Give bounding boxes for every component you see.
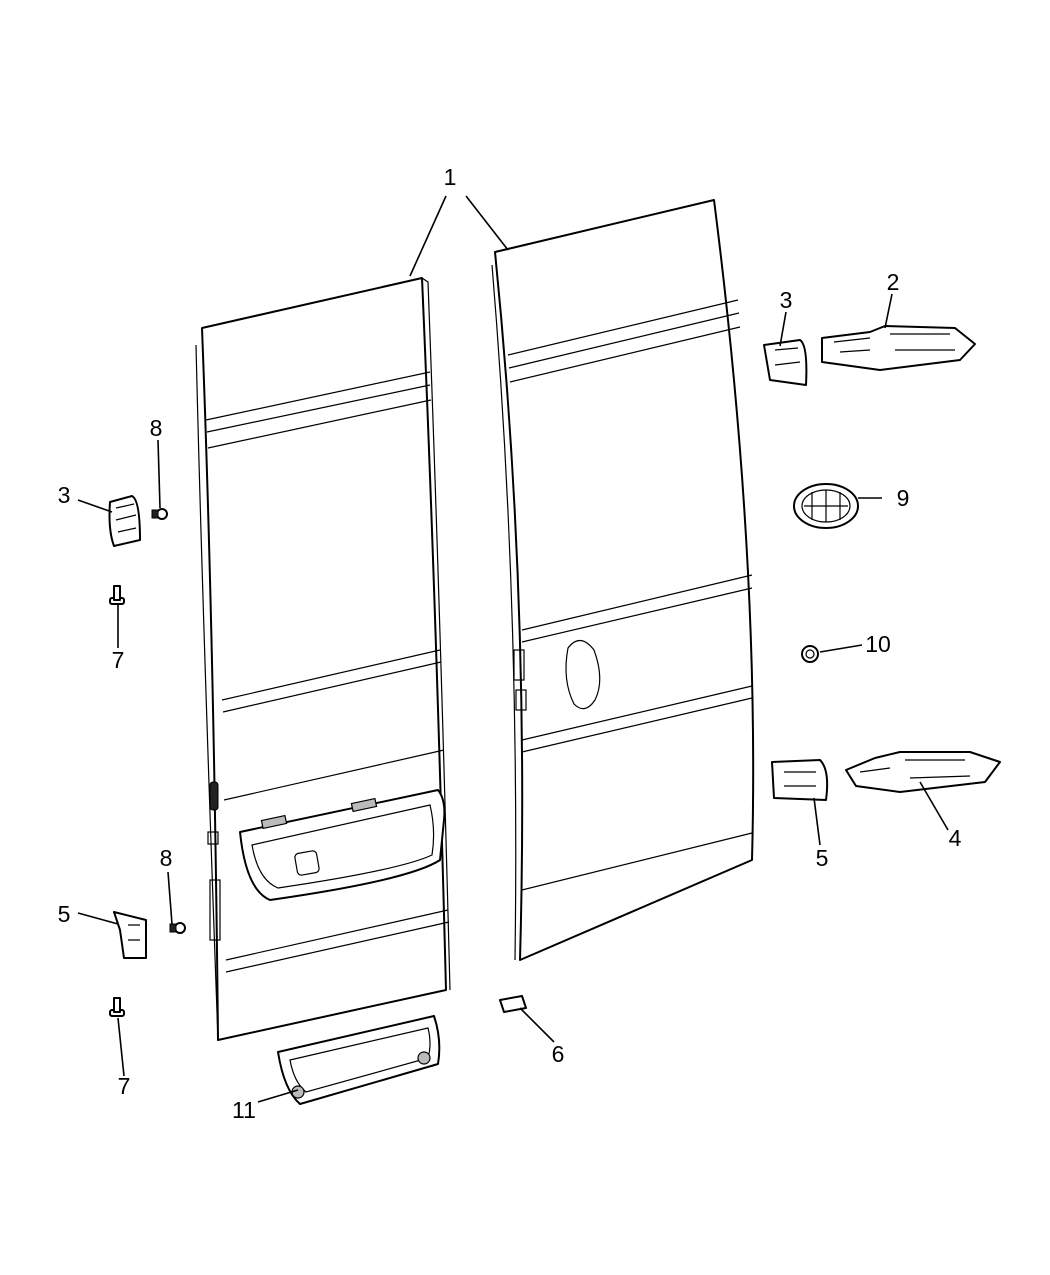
screw-7-lower [109, 997, 125, 1017]
callout-6: 6 [552, 1041, 565, 1067]
left-door-panel [195, 277, 451, 1041]
callout-labels: 1 2 3 3 4 5 5 6 7 7 8 8 9 10 11 [58, 164, 962, 1123]
upper-hinge [821, 325, 976, 371]
callout-3-left: 3 [58, 482, 71, 508]
lower-hinge-right [771, 759, 829, 801]
lower-hinge-arm [845, 751, 1001, 793]
callout-5-right: 5 [816, 845, 829, 871]
callout-4: 4 [949, 825, 962, 851]
screw-7-upper [109, 585, 125, 605]
callout-2: 2 [887, 269, 900, 295]
lower-hinge-left [113, 911, 147, 959]
right-door-panel [491, 199, 755, 961]
callout-1: 1 [444, 164, 457, 190]
license-plate-bracket [277, 1015, 441, 1105]
callout-7-upper: 7 [112, 647, 125, 673]
bolt-8-upper [151, 508, 168, 520]
hinge-cover-right [763, 339, 808, 386]
round-plug [801, 645, 819, 663]
small-bracket [499, 995, 527, 1013]
callout-5-left: 5 [58, 901, 71, 927]
leader-lines [77, 195, 949, 1103]
bolt-8-lower [169, 922, 186, 934]
callout-11: 11 [232, 1097, 256, 1123]
callout-8-lower: 8 [160, 845, 173, 871]
oval-plug [793, 483, 859, 529]
callout-7-lower: 7 [118, 1073, 131, 1099]
callout-3-right: 3 [780, 287, 793, 313]
callout-8-upper: 8 [150, 415, 163, 441]
hinge-cover-left [108, 495, 141, 547]
callout-10: 10 [865, 631, 891, 657]
callout-9: 9 [897, 485, 910, 511]
